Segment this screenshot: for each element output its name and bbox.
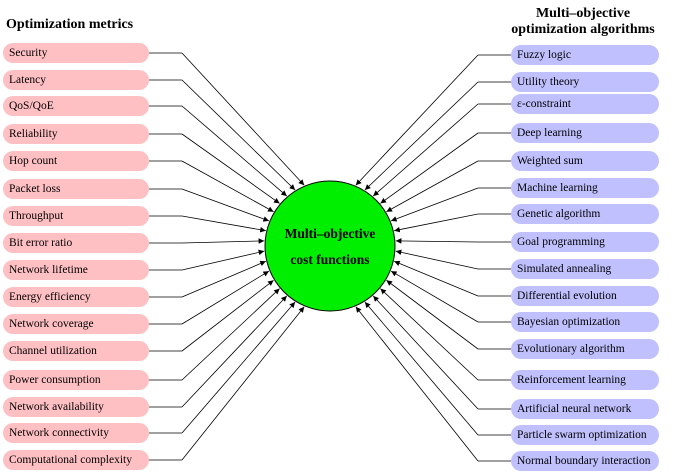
metric-connector: [181, 260, 266, 298]
algorithm-pill: Artificial neural network: [511, 399, 659, 419]
connector-lines: [149, 52, 511, 462]
algorithms-heading-line2: optimization algorithms: [511, 22, 655, 37]
algorithm-pill: Reinforcement learning: [511, 370, 659, 390]
metric-connector: [181, 295, 288, 408]
algorithm-pill: Genetic algorithm: [511, 204, 659, 224]
metric-pill: Latency: [3, 70, 149, 90]
metric-pill: Throughput: [3, 206, 149, 226]
metric-connector: [181, 288, 280, 381]
center-label: Multi–objective cost functions: [262, 221, 398, 273]
algorithm-connector: [372, 103, 479, 197]
algorithm-connector: [364, 81, 479, 191]
algorithm-pill: Goal programming: [511, 232, 659, 252]
metric-pill: Hop count: [3, 151, 149, 171]
metric-pill: Energy efficiency: [3, 287, 149, 307]
algorithm-connector: [355, 54, 479, 186]
metric-connector: [181, 279, 274, 352]
metric-pill: Network lifetime: [3, 260, 149, 280]
metric-connector: [181, 249, 265, 271]
metric-connector: [181, 301, 296, 434]
algorithm-pill: Evolutionary algorithm: [511, 339, 659, 359]
algorithm-connector: [395, 238, 479, 244]
algorithm-connector: [355, 306, 479, 462]
algorithm-pill: Normal boundary interaction: [511, 451, 659, 471]
center-label-line1: Multi–objective: [284, 226, 376, 241]
algorithm-connector: [372, 295, 479, 410]
algorithm-pill: Differential evolution: [511, 286, 659, 306]
metric-pill: Power consumption: [3, 370, 149, 390]
metric-pill: QoS/QoE: [3, 96, 149, 116]
metric-connector: [181, 52, 305, 186]
metric-connector: [181, 270, 270, 325]
metric-pill: Network coverage: [3, 314, 149, 334]
algorithms-heading: Multi–objective optimization algorithms: [495, 6, 671, 38]
metric-connector: [181, 160, 274, 213]
algorithm-pill: Machine learning: [511, 178, 659, 198]
algorithm-connector: [390, 187, 479, 222]
metric-pill: Bit error ratio: [3, 233, 149, 253]
algorithm-connector: [395, 249, 479, 270]
metric-pill: Network connectivity: [3, 423, 149, 443]
metric-connector: [181, 306, 305, 461]
algorithm-pill: ε-constraint: [511, 94, 659, 114]
metric-connector: [181, 133, 280, 204]
metric-pill: Security: [3, 43, 149, 63]
metric-pill: Computational complexity: [3, 450, 149, 470]
algorithm-pill: Simulated annealing: [511, 259, 659, 279]
algorithm-pill: Particle swarm optimization: [511, 425, 659, 445]
algorithm-connector: [380, 132, 479, 204]
center-label-line2: cost functions: [290, 252, 370, 267]
algorithm-connector: [390, 270, 479, 323]
algorithm-connector: [380, 288, 479, 381]
algorithm-connector: [364, 301, 479, 436]
algorithm-pill: Bayesian optimization: [511, 312, 659, 332]
center-circle: [264, 180, 396, 312]
metric-pill: Channel utilization: [3, 341, 149, 361]
metric-pill: Network availability: [3, 397, 149, 417]
algorithm-connector: [394, 213, 479, 233]
metric-connector: [181, 79, 296, 191]
algorithm-connector: [386, 160, 479, 213]
metric-connector: [181, 105, 288, 197]
algorithm-pill: Weighted sum: [511, 151, 659, 171]
algorithm-pill: Deep learning: [511, 123, 659, 143]
metric-connector: [181, 238, 265, 244]
metric-pill: Packet loss: [3, 179, 149, 199]
algorithm-connector: [394, 260, 479, 297]
algorithm-pill: Utility theory: [511, 72, 659, 92]
metrics-heading: Optimization metrics: [6, 17, 134, 32]
algorithms-heading-line1: Multi–objective: [535, 6, 631, 21]
metric-connector: [181, 215, 266, 233]
algorithm-connector: [386, 279, 479, 350]
metric-connector: [181, 188, 270, 222]
metric-pill: Reliability: [3, 124, 149, 144]
algorithm-pill: Fuzzy logic: [511, 45, 659, 65]
